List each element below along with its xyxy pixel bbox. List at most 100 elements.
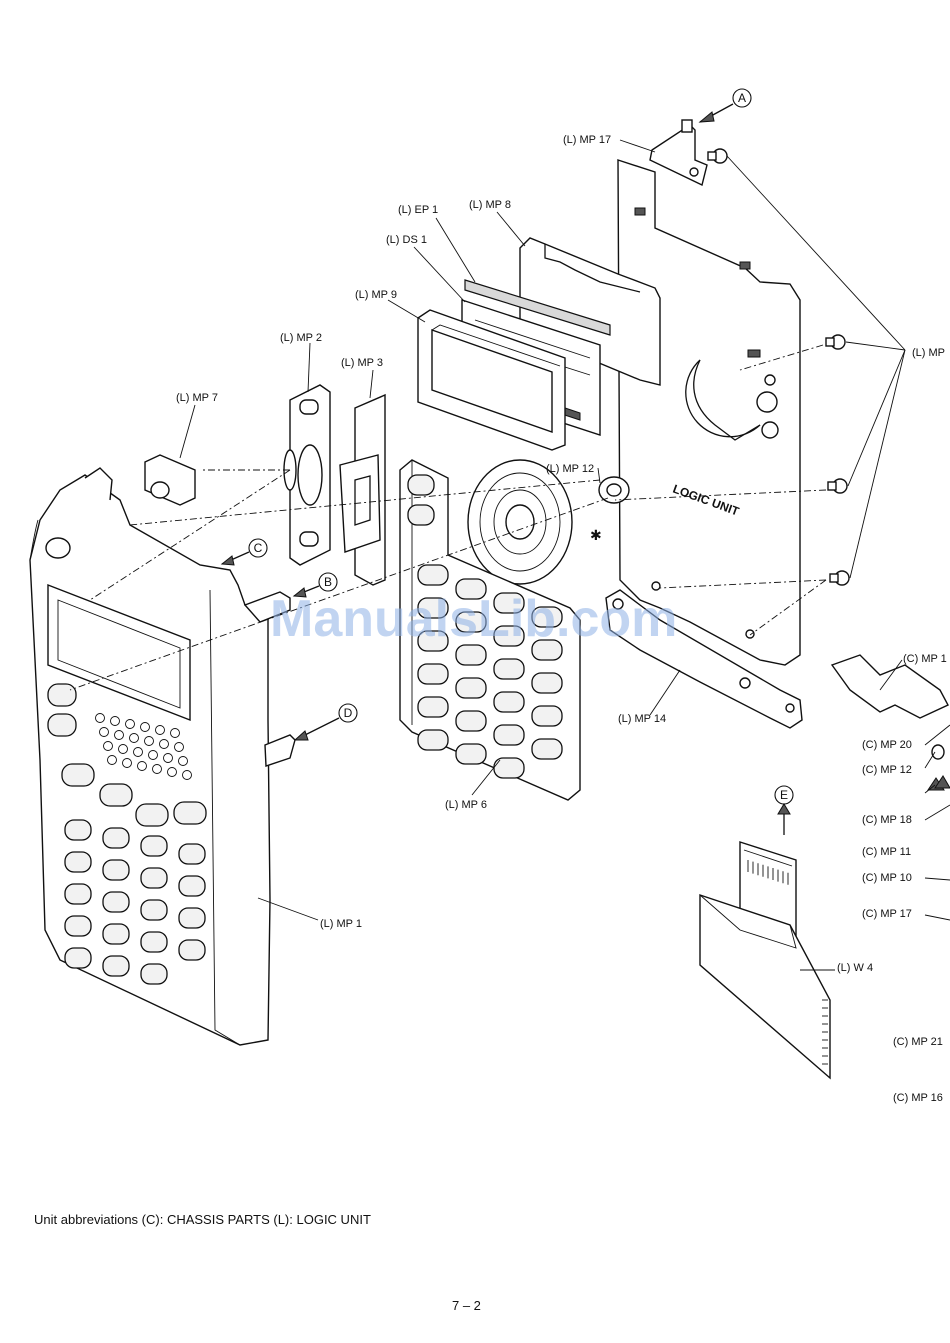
grille-hole bbox=[144, 736, 154, 746]
board-screws bbox=[707, 148, 850, 586]
keypad-key bbox=[531, 672, 563, 694]
svg-text:C: C bbox=[254, 541, 263, 555]
label-l-ep1: (L) EP 1 bbox=[398, 204, 438, 216]
case-key bbox=[64, 819, 92, 841]
mp9-frame bbox=[417, 309, 566, 451]
grille-hole bbox=[178, 756, 188, 766]
mp7-knob bbox=[144, 454, 196, 506]
grille-hole bbox=[103, 741, 113, 751]
grille-hole bbox=[99, 727, 109, 737]
case-key bbox=[140, 963, 168, 985]
keypad-key bbox=[417, 564, 449, 586]
case-key bbox=[99, 783, 133, 807]
w4-flex-cable bbox=[699, 841, 831, 1080]
mp3-part bbox=[339, 393, 386, 586]
unit-abbreviations: Unit abbreviations (C): CHASSIS PARTS (L… bbox=[34, 1212, 371, 1227]
grille-hole bbox=[114, 730, 124, 740]
case-key bbox=[102, 955, 130, 977]
case-key bbox=[140, 835, 168, 857]
logic-unit-board: LOGIC UNIT bbox=[617, 159, 801, 666]
keypad-key bbox=[417, 597, 449, 619]
keypad-key bbox=[455, 677, 487, 699]
asterisk-mark: ✱ bbox=[590, 527, 602, 543]
label-l-mp9: (L) MP 9 bbox=[355, 289, 397, 301]
label-c-mp11: (C) MP 11 bbox=[862, 846, 911, 858]
grille-hole bbox=[107, 755, 117, 765]
keypad-key bbox=[493, 658, 525, 680]
chassis-screws bbox=[927, 744, 950, 791]
svg-text:E: E bbox=[780, 788, 788, 802]
grille-hole bbox=[159, 739, 169, 749]
grille-hole bbox=[129, 733, 139, 743]
grille-hole bbox=[182, 770, 192, 780]
case-key bbox=[140, 867, 168, 889]
grille-hole bbox=[95, 713, 105, 723]
case-key bbox=[102, 923, 130, 945]
mp17-bracket bbox=[649, 119, 708, 187]
grille-hole bbox=[118, 744, 128, 754]
grille-hole bbox=[110, 716, 120, 726]
label-l-mp3: (L) MP 3 bbox=[341, 357, 383, 369]
tag-b: B bbox=[292, 572, 338, 598]
case-key bbox=[178, 843, 206, 865]
label-c-mp17: (C) MP 17 bbox=[862, 908, 912, 920]
label-l-ds1: (L) DS 1 bbox=[386, 234, 427, 246]
mp12-ring bbox=[598, 476, 630, 504]
label-l-mp8: (L) MP 8 bbox=[469, 199, 511, 211]
grille-hole bbox=[174, 742, 184, 752]
case-key bbox=[135, 803, 169, 827]
keypad-key bbox=[455, 644, 487, 666]
case-key bbox=[47, 713, 77, 737]
grille-hole bbox=[122, 758, 132, 768]
grille-hole bbox=[170, 728, 180, 738]
mp6-keypad bbox=[399, 459, 581, 801]
keypad-key bbox=[407, 504, 435, 526]
label-c-mp12: (C) MP 12 bbox=[862, 764, 912, 776]
label-c-mp21: (C) MP 21 bbox=[893, 1036, 943, 1048]
case-key bbox=[64, 851, 92, 873]
grille-hole bbox=[140, 722, 150, 732]
case-key bbox=[178, 875, 206, 897]
label-l-mp1: (L) MP 1 bbox=[320, 918, 362, 930]
grille-hole bbox=[148, 750, 158, 760]
label-l-mp12: (L) MP 12 bbox=[546, 463, 594, 475]
svg-text:A: A bbox=[738, 91, 746, 105]
case-key bbox=[140, 931, 168, 953]
label-l-mp7: (L) MP 7 bbox=[176, 392, 218, 404]
label-c-mp10: (C) MP 10 bbox=[862, 872, 912, 884]
keypad-key bbox=[493, 724, 525, 746]
keypad-key bbox=[417, 663, 449, 685]
speaker bbox=[467, 459, 573, 585]
label-c-mp20: (C) MP 20 bbox=[862, 739, 912, 751]
b-connector-stub bbox=[243, 591, 291, 623]
case-key bbox=[102, 827, 130, 849]
case-key bbox=[102, 891, 130, 913]
label-l-mp17-top: (L) MP 17 bbox=[563, 134, 611, 146]
grille-hole bbox=[163, 753, 173, 763]
c-mp1-bracket bbox=[830, 654, 949, 719]
keypad-key bbox=[455, 611, 487, 633]
case-key bbox=[47, 683, 77, 707]
grille-hole bbox=[167, 767, 177, 777]
grille-hole bbox=[155, 725, 165, 735]
keypad-key bbox=[531, 606, 563, 628]
label-l-mp-right: (L) MP bbox=[912, 347, 945, 359]
tag-e: E bbox=[774, 785, 794, 835]
label-c-mp18: (C) MP 18 bbox=[862, 814, 912, 826]
tag-d: D bbox=[264, 703, 358, 767]
label-c-mp16: (C) MP 16 bbox=[893, 1092, 943, 1104]
grille-hole bbox=[125, 719, 135, 729]
label-l-mp2: (L) MP 2 bbox=[280, 332, 322, 344]
mp14-bracket bbox=[605, 589, 803, 729]
keypad-key bbox=[455, 578, 487, 600]
keypad-key bbox=[417, 696, 449, 718]
label-l-mp6: (L) MP 6 bbox=[445, 799, 487, 811]
tag-c: C bbox=[220, 538, 268, 566]
case-key bbox=[102, 859, 130, 881]
mp1-front-case bbox=[29, 467, 271, 1046]
case-key bbox=[64, 915, 92, 937]
case-key bbox=[178, 939, 206, 961]
keypad-key bbox=[493, 757, 525, 779]
